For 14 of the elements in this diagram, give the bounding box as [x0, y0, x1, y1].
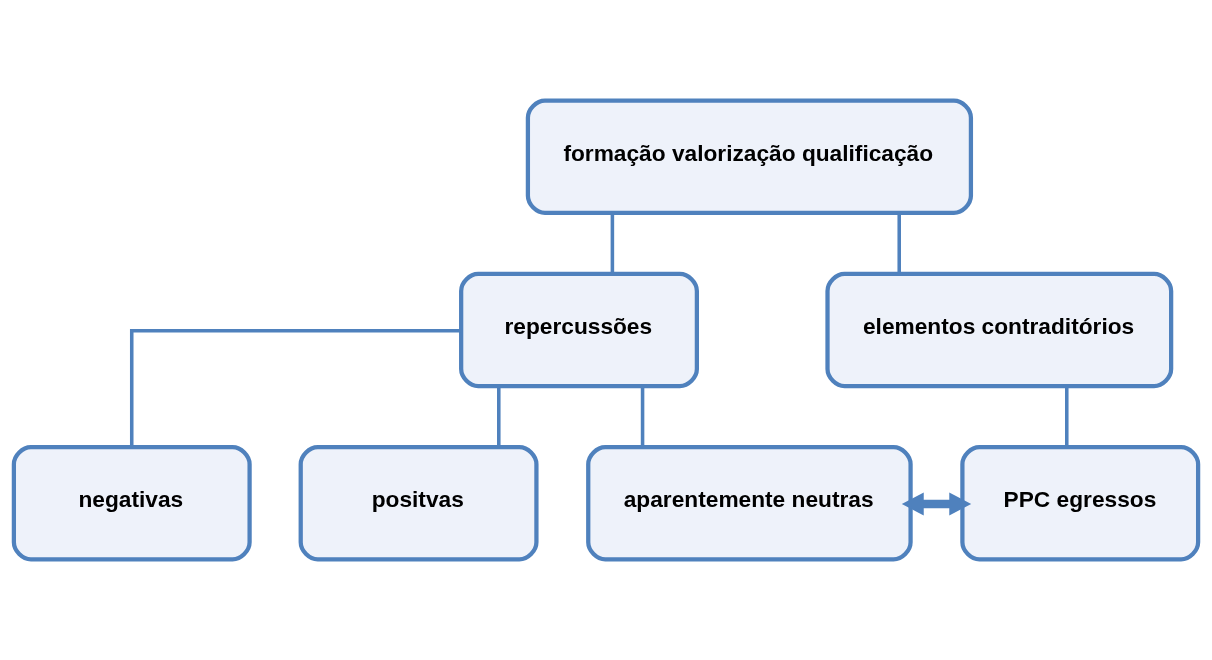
connector [129, 328, 461, 447]
connector [1065, 386, 1069, 447]
node-box: elementos contraditórios [825, 271, 1174, 389]
connector [897, 213, 901, 274]
node-box: repercussões [459, 271, 699, 389]
node-box: negativas [11, 445, 252, 562]
connector [640, 386, 645, 447]
node-box: PPC egressos [960, 445, 1201, 562]
node-box: formação valorização qualificação [525, 98, 974, 215]
connector [497, 386, 501, 447]
node-box: positvas [298, 445, 539, 562]
arrow [901, 492, 972, 516]
connector [610, 213, 615, 274]
node-box: aparentemente neutras [586, 445, 913, 562]
